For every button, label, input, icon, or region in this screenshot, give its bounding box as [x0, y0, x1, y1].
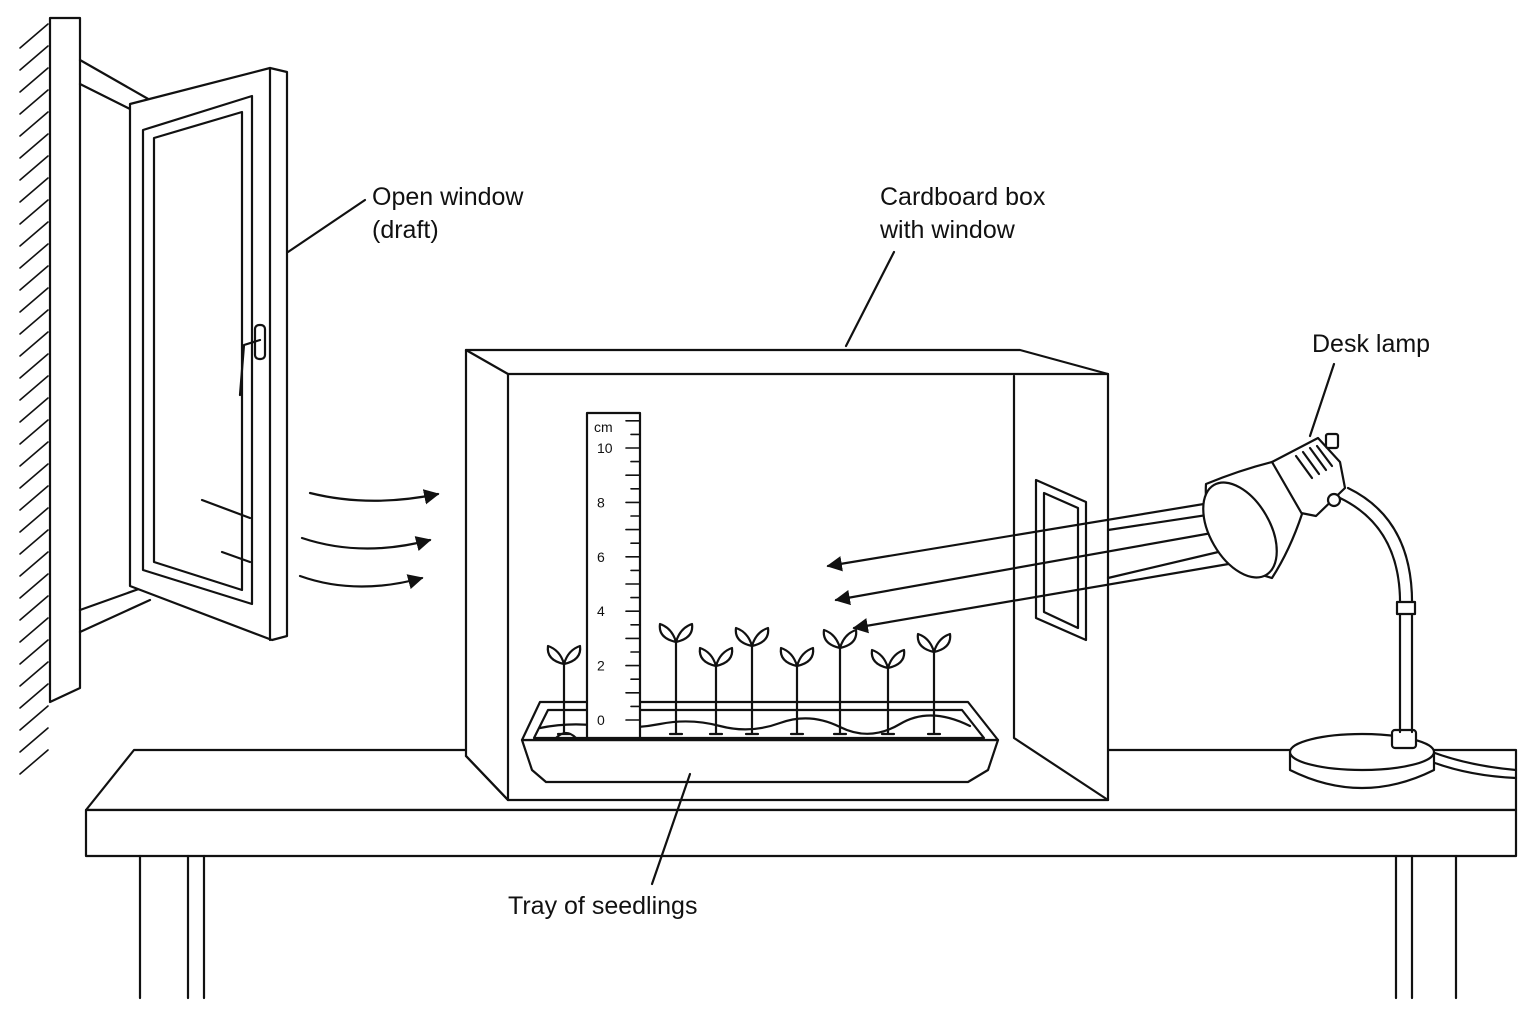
label-cardboard-box-line1: Cardboard box	[880, 183, 1046, 211]
ruler-label: 2	[597, 658, 605, 674]
lamp-vent-icon	[1294, 444, 1334, 480]
seedlings	[546, 622, 952, 740]
window-handle-icon	[238, 323, 267, 397]
seedling	[658, 622, 694, 736]
label-tray: Tray of seedlings	[508, 892, 697, 920]
seedling	[734, 626, 770, 736]
ruler-label: 10	[597, 440, 613, 456]
seedling	[870, 648, 906, 736]
leader-lines	[286, 198, 1336, 886]
ruler-label: 0	[597, 712, 605, 728]
open-window	[78, 58, 289, 642]
ruler-label: 4	[597, 603, 605, 619]
seedling	[779, 646, 815, 736]
label-desk-lamp: Desk lamp	[1312, 330, 1430, 358]
ruler-label: 8	[597, 494, 605, 510]
wall	[19, 16, 82, 775]
draft-arrows	[298, 489, 440, 590]
label-cardboard-box-line2: with window	[879, 216, 1016, 244]
label-open-window-line2: (draft)	[372, 216, 439, 244]
seedling	[916, 632, 952, 736]
seedling	[554, 731, 578, 740]
ruler-unit: cm	[594, 419, 613, 435]
label-open-window-line1: Open window	[372, 183, 524, 211]
seedling	[698, 646, 734, 736]
desk-lamp	[1202, 432, 1518, 789]
ruler: cm 0 2 4 6 8 10	[585, 411, 642, 740]
ruler-label: 6	[597, 549, 605, 565]
